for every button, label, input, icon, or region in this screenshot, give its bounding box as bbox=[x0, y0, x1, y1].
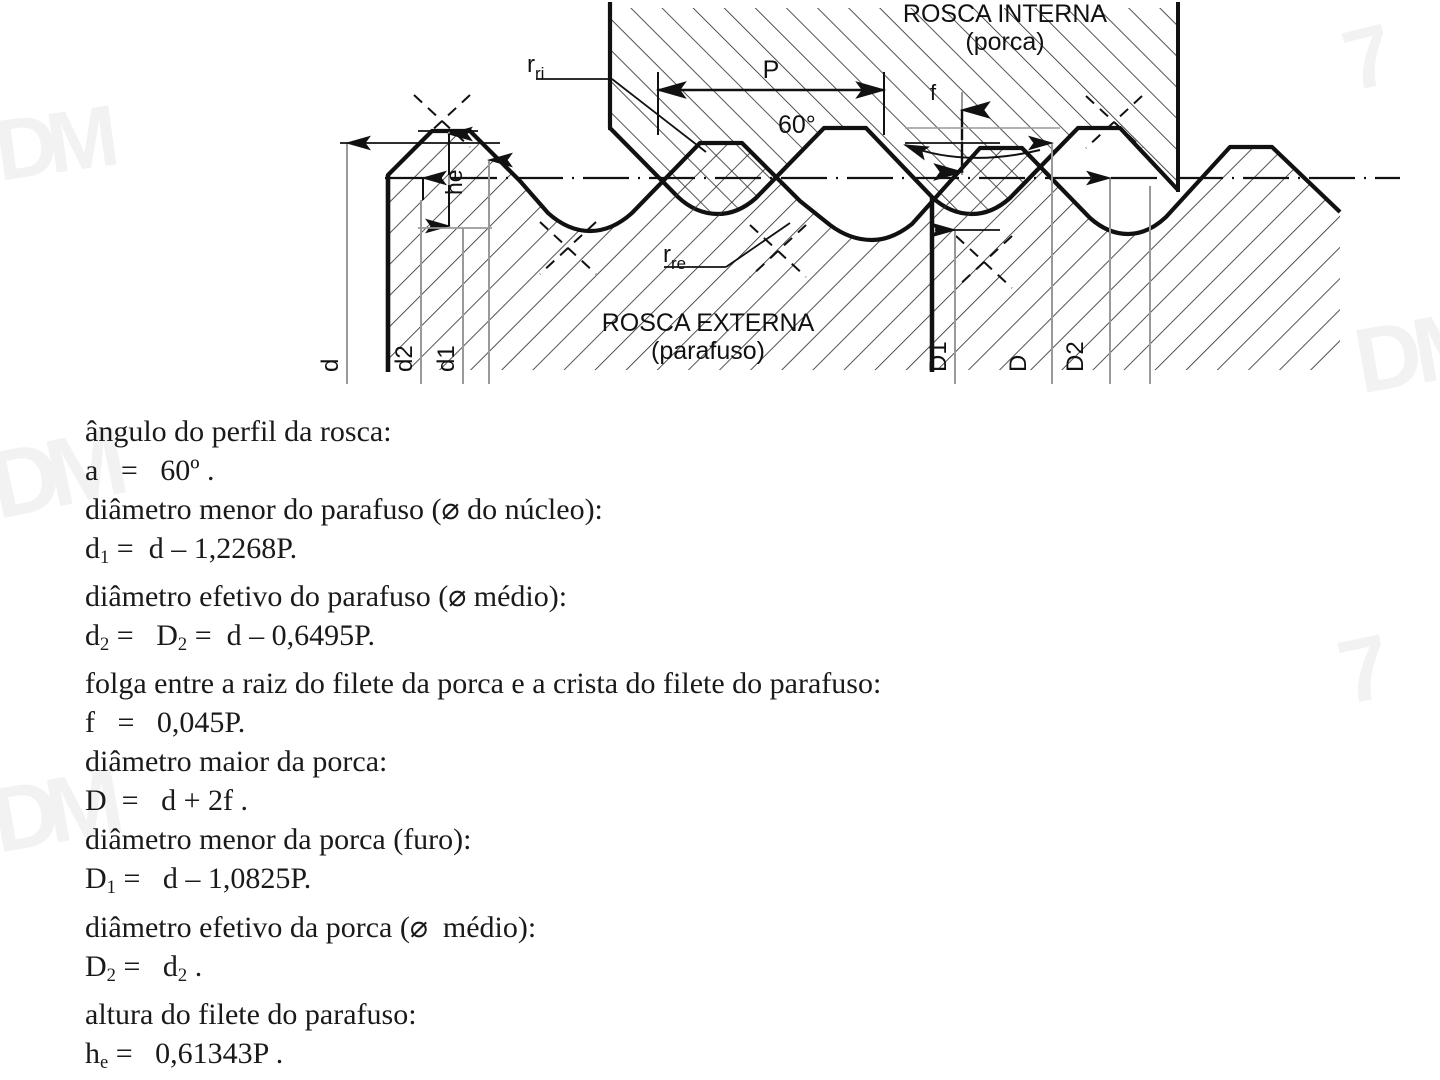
pitch-dimension: P bbox=[655, 56, 887, 135]
dimension-label-d2: d2 bbox=[391, 345, 418, 372]
clearance-dimension: f bbox=[905, 80, 1060, 181]
thread-angle: 60° bbox=[778, 111, 1041, 161]
formula-row: D1 = d – 1,0825P. bbox=[85, 862, 312, 899]
left-dimension-group: d d2 d1 bbox=[317, 135, 513, 384]
pitch-label: P bbox=[763, 56, 780, 84]
dimension-label-d: d bbox=[317, 359, 344, 372]
dimension-label-d1: d1 bbox=[433, 345, 460, 372]
radius-external-leader: rre bbox=[663, 222, 791, 273]
formula-row: ângulo do perfil da rosca: bbox=[85, 415, 392, 448]
internal-thread-title: ROSCA INTERNA bbox=[903, 0, 1108, 28]
formula-row: diâmetro menor da porca (furo): bbox=[85, 823, 472, 857]
dimension-label-D2: D2 bbox=[1062, 341, 1089, 372]
formula-row: a = 60º . bbox=[85, 454, 215, 487]
formula-row: folga entre a raiz do filete da porca e … bbox=[85, 667, 882, 701]
formula-list: ângulo do perfil da rosca: a = 60º . diâ… bbox=[85, 412, 1385, 1080]
dimension-label-D: D bbox=[1005, 355, 1032, 372]
dimension-label-D1: D1 bbox=[925, 341, 952, 372]
clearance-label: f bbox=[930, 80, 937, 105]
formula-row: diâmetro maior da porca: bbox=[85, 745, 388, 779]
formula-row: D2 = d2 . bbox=[85, 949, 203, 986]
external-thread-body bbox=[385, 128, 1342, 372]
formula-row: altura do filete do parafuso: bbox=[85, 997, 417, 1031]
radius-internal-leader: rri bbox=[527, 51, 707, 153]
external-thread-subtitle: (parafuso) bbox=[651, 337, 765, 365]
thread-height-dimension: he bbox=[418, 126, 492, 234]
right-dimension-group: D1 D D2 bbox=[925, 135, 1151, 384]
angle-label: 60° bbox=[778, 111, 816, 139]
external-thread-title: ROSCA EXTERNA bbox=[602, 309, 815, 337]
formula-row: diâmetro efetivo do parafuso (⌀ médio): bbox=[85, 580, 568, 614]
radius-external-label: rre bbox=[663, 241, 686, 273]
radius-internal-label: rri bbox=[527, 51, 544, 83]
formula-row: d1 = d – 1,2268P. bbox=[85, 532, 298, 569]
formula-row: diâmetro efetivo da porca (⌀ médio): bbox=[85, 910, 537, 944]
internal-thread-subtitle: (porca) bbox=[965, 28, 1044, 56]
formula-row: he = 0,61343P . bbox=[85, 1036, 284, 1074]
formula-row: f = 0,045P. bbox=[85, 706, 246, 740]
formula-row: diâmetro menor do parafuso (⌀ do núcleo)… bbox=[85, 493, 603, 526]
thread-height-label: he bbox=[441, 169, 467, 195]
formula-row: d2 = D2 = d – 0,6495P. bbox=[85, 619, 375, 656]
construction-crosses bbox=[413, 94, 1143, 289]
thread-profile-diagram: P 60° rri rre bbox=[317, 0, 1400, 384]
formula-row: D = d + 2f . bbox=[85, 784, 248, 818]
